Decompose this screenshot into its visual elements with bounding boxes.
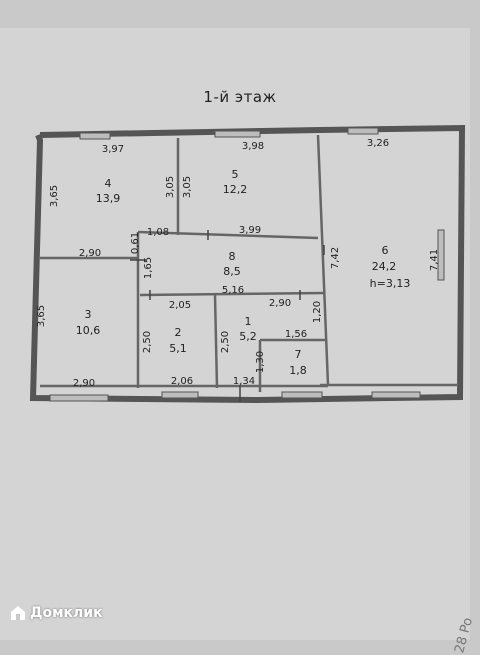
dim-r6-top: 3,26 (367, 138, 389, 149)
dimension-labels: 3,97 3,65 3,05 2,90 0,61 1,08 3,98 3,05 … (36, 138, 440, 389)
dim-r4-bottom: 2,90 (79, 248, 101, 259)
room-6-area: 24,2 (372, 260, 397, 273)
room-4-area: 13,9 (96, 192, 121, 205)
window-2 (161, 391, 199, 399)
dim-r5-top: 3,98 (242, 141, 264, 152)
room-8-number: 8 (229, 250, 236, 263)
dim-r5-left: 3,05 (182, 176, 193, 198)
dim-r7-top: 1,56 (285, 329, 307, 340)
floor-plan: 4 13,9 5 12,2 6 24,2 h=3,13 3 10,6 8 8,5… (29, 124, 466, 404)
dim-r3-bottom: 2,90 (73, 378, 95, 389)
dim-r4-left: 3,65 (49, 185, 60, 207)
room-1-area: 5,2 (239, 330, 257, 343)
dim-r8-bottom: 5,16 (222, 285, 244, 296)
dim-r5-bottom: 3,99 (239, 225, 261, 236)
room-3-number: 3 (85, 308, 92, 321)
room-1-number: 1 (245, 315, 252, 328)
dim-r4-step: 0,61 (130, 232, 141, 254)
dim-r4-top: 3,97 (102, 144, 124, 155)
room-2-area: 5,1 (169, 342, 187, 355)
room-7-area: 1,8 (289, 364, 307, 377)
window-3 (49, 394, 109, 402)
window-6-bottom (371, 391, 421, 399)
room-5-area: 12,2 (223, 183, 248, 196)
dim-r1-right: 1,20 (312, 301, 323, 323)
room-8-area: 8,5 (223, 265, 241, 278)
dim-r1-left: 2,50 (220, 331, 231, 353)
wall-2-1 (213, 294, 219, 389)
window-6-side (437, 229, 445, 281)
domclick-watermark: Домклик (10, 605, 103, 621)
dim-r1-top: 2,90 (269, 298, 291, 309)
wall-hall-bottom (139, 291, 326, 297)
dim-r6-left: 7,42 (330, 247, 341, 269)
window-5 (214, 130, 261, 138)
dim-r8-left: 1,65 (143, 257, 154, 279)
room-labels: 4 13,9 5 12,2 6 24,2 h=3,13 3 10,6 8 8,5… (76, 168, 411, 377)
dim-r2-left: 2,50 (142, 331, 153, 353)
inner-walls (40, 134, 458, 392)
room-2-number: 2 (175, 326, 182, 339)
window-6-top (347, 127, 379, 135)
wall-5-6 (316, 134, 330, 386)
dim-r6-right: 7,41 (429, 249, 440, 271)
floor-title: 1-й этаж (203, 88, 277, 106)
windows (49, 127, 445, 402)
room-4-number: 4 (105, 177, 112, 190)
window-7 (281, 391, 323, 399)
room-7-number: 7 (295, 348, 302, 361)
dim-r1-bottom: 1,34 (233, 376, 255, 387)
room-5-number: 5 (232, 168, 239, 181)
dim-r4-gap: 1,08 (147, 227, 169, 238)
doors (130, 230, 325, 402)
room-3-area: 10,6 (76, 324, 101, 337)
dim-r4-right: 3,05 (165, 176, 176, 198)
dim-r2-top: 2,05 (169, 300, 191, 311)
room-6-number: 6 (382, 244, 389, 257)
wall-hall-top (137, 230, 319, 240)
dim-r3-left: 3,65 (36, 305, 47, 327)
house-logo-icon (11, 606, 25, 620)
dim-r7-left: 1,30 (255, 351, 266, 373)
room-6-height: h=3,13 (370, 277, 411, 290)
window-4 (79, 132, 111, 140)
dim-r2-bottom: 2,06 (171, 376, 193, 387)
brand-text: Домклик (30, 605, 103, 621)
outer-walls (29, 124, 466, 404)
